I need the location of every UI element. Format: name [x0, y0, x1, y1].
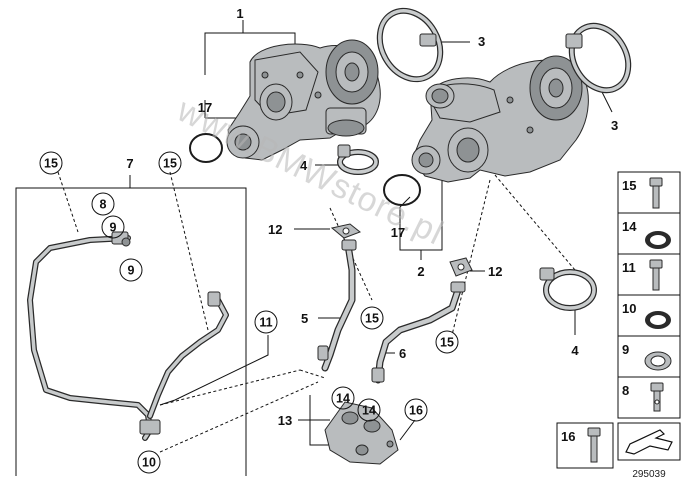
legend-item-16: 16	[561, 429, 575, 444]
callout-12-right: 12	[488, 264, 502, 279]
left-turbocharger	[226, 39, 381, 161]
legend-item-9: 9	[622, 342, 629, 357]
callout-15-box-left: 15	[44, 157, 58, 171]
callout-4-lower: 4	[571, 343, 579, 358]
legend-bottom: 16 295039	[556, 422, 681, 480]
seal-ring-icon	[645, 311, 671, 329]
right-turbocharger	[411, 55, 589, 183]
gasket-ring-right	[383, 174, 421, 206]
oil-pipe-5	[317, 239, 357, 372]
callout-2: 2	[417, 264, 424, 279]
gasket-12-right	[449, 257, 473, 277]
legend-item-10: 10	[622, 301, 636, 316]
arrow-icon	[625, 429, 673, 455]
callout-4-upper: 4	[300, 158, 308, 173]
bolt-icon	[649, 177, 663, 209]
callout-9-upper: 9	[110, 221, 117, 235]
callout-11: 11	[259, 316, 272, 330]
callouts-plain: 1 3 3 17 4 12 17 2 12 4 5 6 7 13	[126, 6, 618, 428]
callout-15-pipe5: 15	[365, 312, 379, 326]
callout-14-right: 14	[362, 404, 376, 418]
gasket-12-left	[330, 223, 361, 239]
callout-16: 16	[409, 404, 423, 418]
callout-13: 13	[278, 413, 292, 428]
callout-14-left: 14	[336, 392, 350, 406]
gasket-ring-left	[189, 133, 223, 163]
v-band-clamp-lower	[539, 267, 597, 311]
v-band-clamp-top-middle	[376, 7, 444, 83]
v-band-clamp-top-right	[565, 22, 632, 94]
callout-12-left: 12	[268, 222, 282, 237]
banjo-bolt-icon	[650, 382, 664, 412]
callout-17-right: 17	[391, 225, 405, 240]
seal-ring-icon	[645, 231, 671, 249]
oil-pipe-6	[371, 281, 466, 384]
callout-7: 7	[126, 156, 133, 171]
callout-9-lower: 9	[128, 264, 135, 278]
callouts-circled: 15 15 8 9 9 11 15 15 14 14 16 10	[39, 151, 459, 474]
reference-number: 295039	[632, 469, 666, 480]
legend-item-15: 15	[622, 178, 636, 193]
v-band-clamp-middle	[337, 144, 379, 175]
callout-6: 6	[399, 346, 406, 361]
callout-5: 5	[301, 311, 308, 326]
legend-item-11: 11	[622, 260, 636, 275]
legend-item-14: 14	[622, 219, 637, 234]
callout-3-right: 3	[611, 118, 618, 133]
box-item-7	[15, 187, 247, 476]
bolt-icon	[649, 259, 663, 291]
callout-1: 1	[236, 6, 243, 21]
callout-15-box-right: 15	[163, 157, 177, 171]
callout-15-pipe6: 15	[440, 336, 454, 350]
legend-panel: 15 14 11 10 9 8	[617, 171, 681, 419]
callout-10: 10	[142, 456, 156, 470]
callout-8: 8	[100, 198, 107, 212]
legend-item-8: 8	[622, 383, 629, 398]
callout-3-top: 3	[478, 34, 485, 49]
washer-icon	[644, 351, 672, 371]
oil-return-flange-13	[324, 401, 399, 465]
callout-17-left: 17	[198, 100, 212, 115]
bolt-icon	[587, 427, 601, 463]
